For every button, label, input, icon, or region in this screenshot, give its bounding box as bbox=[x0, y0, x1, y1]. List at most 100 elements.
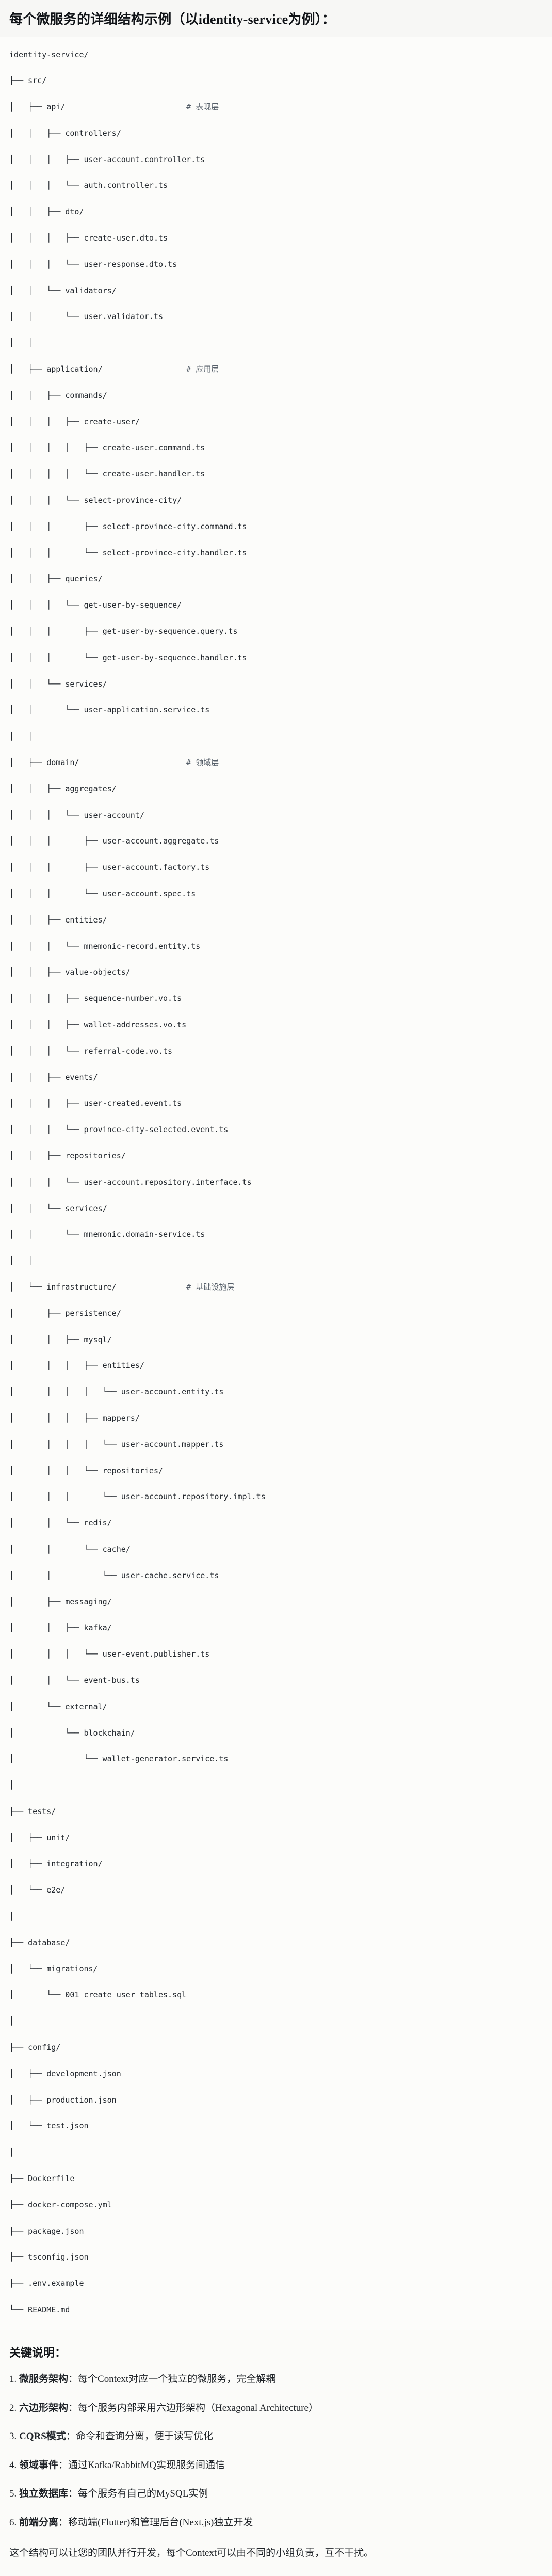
tree-branch-glyphs: │ │ │ │ └── bbox=[9, 1387, 121, 1397]
tree-branch-glyphs: │ bbox=[9, 2016, 14, 2026]
tree-row: ├── tsconfig.json bbox=[9, 2251, 543, 2264]
tree-row: │ ├── unit/ bbox=[9, 1832, 543, 1844]
closing-paragraph: 这个结构可以让您的团队并行开发，每个Context可以由不同的小组负责，互不干扰… bbox=[9, 2548, 374, 2559]
tree-node-label: api/ bbox=[46, 102, 66, 112]
tree-node-label: queries/ bbox=[65, 574, 103, 584]
tree-row: │ │ ├── commands/ bbox=[9, 389, 543, 402]
tree-branch-glyphs: │ ├── bbox=[9, 1597, 66, 1607]
tree-branch-glyphs: │ ├── bbox=[9, 364, 47, 374]
tree-branch-glyphs: │ └── bbox=[9, 1990, 66, 2000]
tree-row: │ ├── integration/ bbox=[9, 1857, 543, 1870]
tree-branch-glyphs: │ ├── bbox=[9, 2069, 47, 2078]
tree-branch-glyphs: │ │ │ └── bbox=[9, 810, 84, 820]
tree-node-label: create-user.command.ts bbox=[102, 443, 205, 453]
key-note-term: CQRS模式 bbox=[19, 2431, 66, 2442]
tree-row: │ └── blockchain/ bbox=[9, 1727, 543, 1740]
tree-node-label: user-created.event.ts bbox=[84, 1099, 182, 1108]
tree-branch-glyphs: │ └── bbox=[9, 1964, 47, 1974]
tree-layer-comment: # 表现层 bbox=[65, 102, 219, 112]
tree-branch-glyphs: │ │ └── bbox=[9, 1544, 103, 1554]
tree-row: │ ├── messaging/ bbox=[9, 1596, 543, 1609]
tree-branch-glyphs: ├── bbox=[9, 2279, 28, 2288]
tree-branch-glyphs: │ │ │ ├── bbox=[9, 1413, 103, 1423]
tree-row: │ │ bbox=[9, 337, 543, 349]
tree-node-label: repositories/ bbox=[65, 1151, 126, 1160]
tree-node-label: services/ bbox=[65, 1203, 107, 1213]
tree-branch-glyphs: │ │ └── bbox=[9, 312, 84, 322]
tree-node-label: redis/ bbox=[84, 1518, 112, 1528]
tree-node-label: docker-compose.yml bbox=[28, 2200, 112, 2209]
key-note-separator: ： bbox=[68, 2402, 78, 2413]
tree-row: │ │ ├── dto/ bbox=[9, 205, 543, 218]
tree-branch-glyphs: │ │ ├── bbox=[9, 1334, 84, 1344]
tree-row: │ │ │ ├── user-account.aggregate.ts bbox=[9, 835, 543, 848]
tree-row: │ │ ├── repositories/ bbox=[9, 1150, 543, 1163]
tree-branch-glyphs: │ │ │ ├── bbox=[9, 1361, 103, 1371]
tree-node-label: user-application.service.ts bbox=[84, 705, 210, 715]
key-note-item: 6. 前端分离：移动端(Flutter)和管理后台(Next.js)独立开发 bbox=[9, 2515, 543, 2530]
tree-branch-glyphs: │ └── bbox=[9, 1728, 84, 1738]
tree-branch-glyphs: ├── bbox=[9, 2226, 28, 2236]
document-header: 每个微服务的详细结构示例（以identity-service为例）： bbox=[0, 0, 552, 37]
tree-node-label: infrastructure/ bbox=[46, 1282, 117, 1292]
tree-row: │ │ │ └── get-user-by-sequence.handler.t… bbox=[9, 651, 543, 664]
tree-node-label: Dockerfile bbox=[28, 2174, 75, 2184]
tree-node-label: identity-service/ bbox=[9, 50, 89, 59]
tree-branch-glyphs: │ │ │ ├── bbox=[9, 994, 84, 1004]
tree-node-label: e2e/ bbox=[46, 1885, 66, 1895]
key-note-separator: ： bbox=[58, 2459, 69, 2471]
tree-row: │ │ ├── value-objects/ bbox=[9, 966, 543, 979]
key-note-description: 每个Context对应一个独立的微服务，完全解耦 bbox=[78, 2374, 276, 2385]
tree-node-label: create-user.dto.ts bbox=[84, 233, 168, 243]
tree-row: │ └── wallet-generator.service.ts bbox=[9, 1753, 543, 1766]
tree-node-label: integration/ bbox=[46, 1859, 103, 1869]
tree-row: │ │ └── event-bus.ts bbox=[9, 1674, 543, 1687]
tree-row: │ │ │ └── select-province-city.handler.t… bbox=[9, 547, 543, 560]
tree-branch-glyphs: │ │ │ │ ├── bbox=[9, 443, 103, 453]
tree-row: │ │ ├── entities/ bbox=[9, 914, 543, 927]
tree-row: │ │ └── redis/ bbox=[9, 1517, 543, 1530]
key-note-term: 领域事件 bbox=[19, 2459, 59, 2471]
tree-branch-glyphs: │ │ │ └── bbox=[9, 1125, 84, 1135]
tree-node-label: user-account.aggregate.ts bbox=[102, 836, 219, 846]
tree-branch-glyphs: └── bbox=[9, 2305, 28, 2315]
tree-branch-glyphs: │ bbox=[9, 1780, 14, 1790]
tree-row: │ │ │ │ └── create-user.handler.ts bbox=[9, 468, 543, 481]
tree-row: │ │ └── services/ bbox=[9, 1202, 543, 1215]
tree-row: ├── docker-compose.yml bbox=[9, 2199, 543, 2212]
tree-node-label: mnemonic-record.entity.ts bbox=[84, 941, 201, 951]
page-title: 每个微服务的详细结构示例（以identity-service为例）： bbox=[9, 12, 336, 27]
tree-node-label: controllers/ bbox=[65, 128, 121, 138]
tree-node-label: .env.example bbox=[28, 2279, 84, 2288]
tree-node-label: event-bus.ts bbox=[84, 1675, 140, 1685]
tree-branch-glyphs: ├── bbox=[9, 2252, 28, 2262]
tree-row: │ │ └── cache/ bbox=[9, 1543, 543, 1556]
tree-row: │ bbox=[9, 1910, 543, 1923]
tree-node-label: create-user/ bbox=[84, 417, 140, 426]
tree-branch-glyphs: │ │ └── bbox=[9, 705, 84, 715]
tree-row: │ │ │ │ └── user-account.entity.ts bbox=[9, 1386, 543, 1398]
tree-branch-glyphs: ├── bbox=[9, 76, 28, 86]
tree-node-label: user-cache.service.ts bbox=[121, 1570, 219, 1580]
tree-row: │ │ └── user-cache.service.ts bbox=[9, 1569, 543, 1582]
tree-node-label: unit/ bbox=[46, 1833, 70, 1842]
tree-node-label: value-objects/ bbox=[65, 967, 131, 977]
tree-branch-glyphs: │ ├── bbox=[9, 758, 47, 768]
tree-branch-glyphs: ├── bbox=[9, 2043, 28, 2053]
tree-branch-glyphs: │ │ └── bbox=[9, 1518, 84, 1528]
tree-node-label: external/ bbox=[65, 1702, 107, 1711]
tree-node-label: user-account.spec.ts bbox=[102, 889, 196, 898]
tree-node-label: user-event.publisher.ts bbox=[102, 1649, 210, 1659]
tree-row: │ │ │ └── user-account.repository.interf… bbox=[9, 1176, 543, 1189]
tree-row: │ │ │ │ ├── create-user.command.ts bbox=[9, 441, 543, 454]
tree-branch-glyphs: │ └── bbox=[9, 1754, 103, 1764]
key-note-separator: ： bbox=[58, 2517, 69, 2528]
tree-node-label: select-province-city.command.ts bbox=[102, 521, 247, 531]
tree-row: │ │ │ ├── get-user-by-sequence.query.ts bbox=[9, 625, 543, 638]
tree-row: │ ├── development.json bbox=[9, 2068, 543, 2080]
tree-node-label: validators/ bbox=[65, 285, 117, 295]
tree-branch-glyphs: │ │ │ └── bbox=[9, 653, 103, 662]
tree-row: │ │ │ └── user-account.spec.ts bbox=[9, 887, 543, 900]
tree-branch-glyphs: ├── bbox=[9, 2200, 28, 2209]
